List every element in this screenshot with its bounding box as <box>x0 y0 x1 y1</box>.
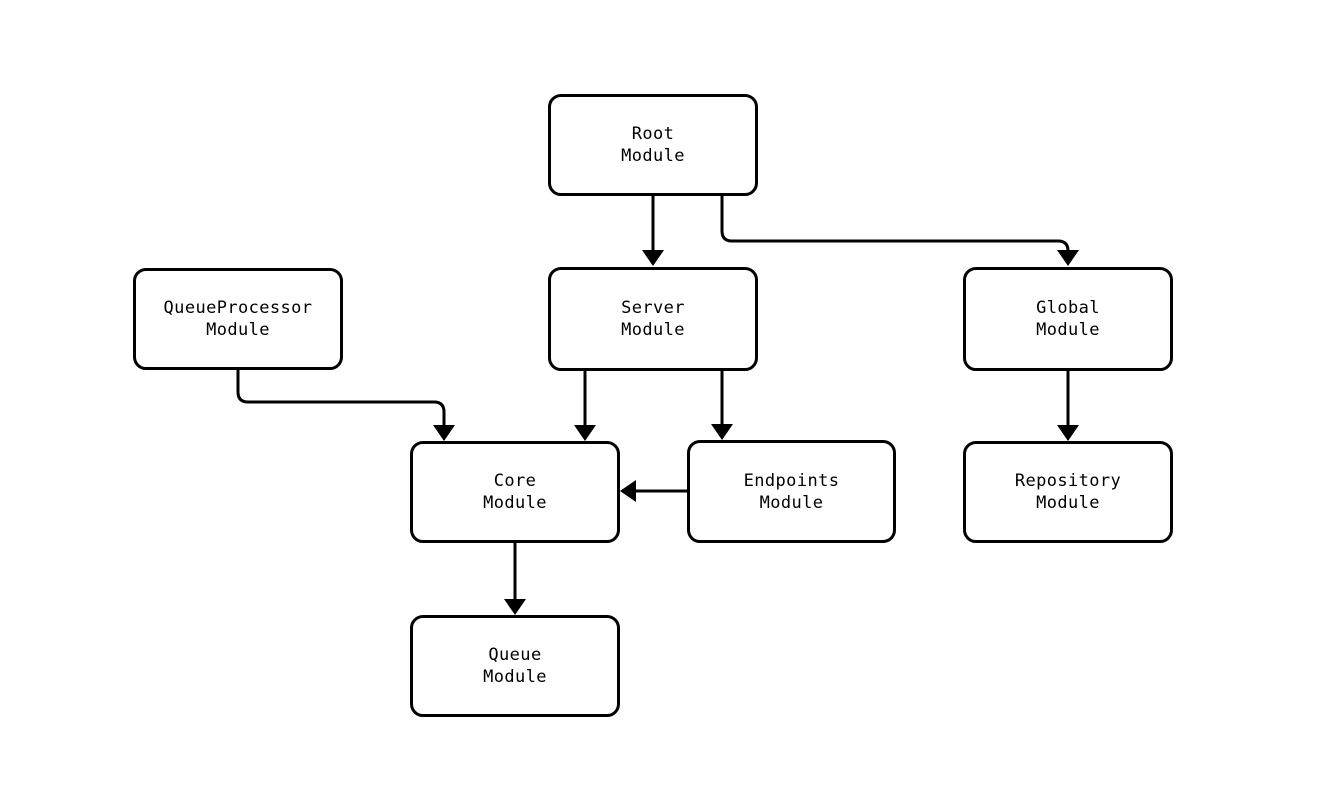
arrowhead-endpoints-to-core <box>620 480 636 502</box>
edge-queueprocessor-to-core <box>236 370 446 427</box>
arrowhead-server-to-core <box>574 425 596 441</box>
edge-root-to-global <box>720 196 1070 253</box>
arrowhead-queueprocessor-to-core <box>433 425 455 441</box>
node-queueprocessor-suffix: Module <box>206 320 270 340</box>
node-endpoints-name: Endpoints <box>743 470 840 491</box>
arrowhead-server-to-endpoints <box>711 424 733 440</box>
node-queueprocessor-name: QueueProcessor <box>163 298 313 318</box>
arrowhead-core-to-queue <box>504 599 526 615</box>
node-queue-name: Queue <box>488 645 542 665</box>
node-core-name: Core <box>493 471 537 491</box>
node-root-name: Root <box>631 124 675 144</box>
node-server-suffix: Module <box>621 320 685 340</box>
node-global-name: Global <box>1036 298 1100 318</box>
node-repository-name: Repository <box>1014 471 1122 491</box>
node-queue-suffix: Module <box>483 667 547 687</box>
arrowhead-root-to-global <box>1057 250 1079 266</box>
node-global-suffix: Module <box>1036 320 1100 340</box>
arrowhead-global-to-repository <box>1057 425 1079 441</box>
node-core-suffix: Module <box>483 493 547 513</box>
node-server-name: Server <box>621 298 685 318</box>
arrowhead-root-to-server <box>642 250 664 266</box>
node-root-suffix: Module <box>621 146 685 166</box>
node-repository-suffix: Module <box>1036 493 1100 513</box>
node-endpoints-suffix: Module <box>759 492 824 513</box>
